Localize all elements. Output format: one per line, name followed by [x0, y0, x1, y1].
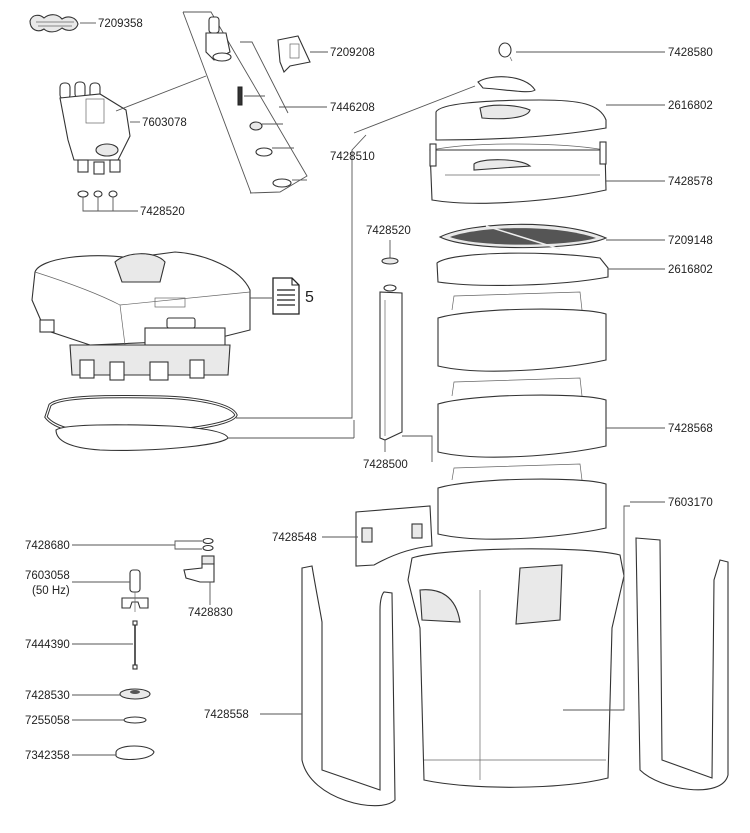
side-bracket-right-part	[635, 537, 729, 791]
leader-line	[563, 505, 630, 711]
part-number-label: 7209148	[668, 235, 713, 247]
cover-seal-part	[123, 716, 147, 724]
riser-tube-part	[379, 284, 403, 441]
frequency-label: (50 Hz)	[32, 585, 70, 597]
part-number-label: 2616802	[668, 264, 713, 276]
impeller-shaft-part	[132, 620, 138, 670]
lid-seal-part	[477, 76, 536, 93]
leader-line	[353, 85, 476, 134]
small-seal-rings-part	[77, 190, 118, 198]
head-seal-rings-part	[44, 394, 238, 451]
top-basket-part	[429, 141, 607, 204]
leader-line	[72, 540, 202, 546]
leader-line	[82, 197, 138, 212]
part-number-label: 7446208	[330, 102, 375, 114]
connector-clamp-part	[29, 14, 79, 33]
part-number-label: 7428530	[25, 690, 70, 702]
part-number-label: 7342358	[25, 750, 70, 762]
riser-seal-part	[381, 257, 399, 265]
seal-rings-pair-part	[202, 537, 214, 552]
filter-pad-top-part	[435, 99, 607, 141]
tap-seal-inset-frame	[182, 11, 308, 194]
part-number-label: 7428548	[272, 532, 317, 544]
part-number-label: 7428830	[188, 607, 233, 619]
adapter-part	[205, 16, 232, 62]
seal-ring-large-part	[272, 178, 292, 188]
impeller-part	[121, 569, 149, 612]
leader-line	[236, 134, 367, 419]
canister-body-part	[407, 548, 625, 788]
part-number-label: 2616802	[668, 100, 713, 112]
part-number-label: 7428680	[25, 540, 70, 552]
leader-line	[174, 545, 202, 550]
bayonet-ring-part	[115, 745, 155, 761]
part-number-label: 7603058	[25, 570, 70, 582]
filter-pad-mid-part	[436, 252, 609, 286]
part-number-label: 7428500	[363, 459, 408, 471]
outlet-elbow-part	[183, 555, 215, 583]
part-number-label: 7428558	[204, 709, 249, 721]
part-number-label: 7428510	[330, 151, 375, 163]
side-bracket-left-part	[301, 565, 396, 807]
seal-ring-part	[255, 147, 273, 157]
grid-plate-part	[438, 223, 608, 250]
part-number-label: 7428520	[366, 225, 411, 237]
leader-line	[115, 75, 207, 112]
part-number-label: 7603078	[142, 117, 187, 129]
part-number-label: 7428580	[668, 47, 713, 59]
filter-basket-1-part	[437, 291, 607, 372]
seal-rod-part	[237, 86, 243, 106]
part-number-label: 7603170	[668, 497, 713, 509]
filter-basket-3-part	[437, 463, 607, 540]
leader-line	[240, 41, 289, 114]
part-number-label: 7428520	[140, 206, 185, 218]
impeller-cover-part	[119, 688, 151, 700]
manual-reference-label: 5	[305, 289, 314, 306]
leader-line	[402, 435, 433, 462]
clip-flap-part	[355, 505, 433, 567]
part-number-label: 7428568	[668, 423, 713, 435]
part-number-label: 7255058	[25, 715, 70, 727]
seal-small-part	[249, 121, 263, 131]
filter-basket-2-part	[437, 377, 607, 458]
part-number-label: 7209208	[330, 47, 375, 59]
double-tap-unit-part	[59, 81, 131, 175]
document-icon	[272, 277, 300, 315]
part-number-label: 7428578	[668, 176, 713, 188]
part-number-label: 7444390	[25, 639, 70, 651]
tap-holder-part	[277, 35, 311, 73]
priming-button-part	[498, 42, 513, 62]
part-number-label: 7209358	[98, 18, 143, 30]
motor-head-part	[31, 251, 251, 381]
